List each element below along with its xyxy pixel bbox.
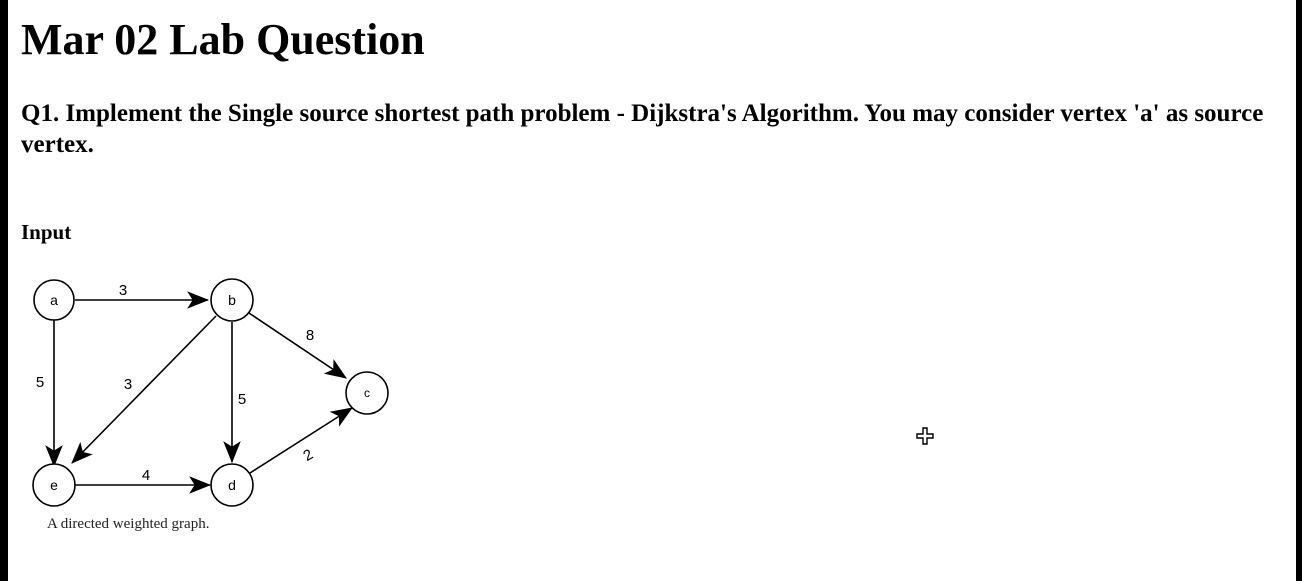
edge-b-c [248,312,347,379]
weight-b-c: 8 [306,327,314,344]
node-c: c [345,371,389,415]
node-b: b [210,278,254,322]
weight-a-b: 3 [119,282,127,299]
weight-d-c: 2 [300,446,316,465]
graph-figure: a b c d e 3 5 8 5 3 4 2 [20,270,400,510]
node-b-label: b [228,292,236,308]
right-border [1296,0,1302,581]
weight-b-e: 3 [124,376,132,393]
move-cursor-icon [916,427,934,445]
weight-e-d: 4 [142,467,150,484]
graph-diagram: a b c d e 3 5 8 5 3 4 2 [32,278,389,507]
page-title: Mar 02 Lab Question [21,15,425,64]
weight-a-e: 5 [36,374,44,391]
question-text: Q1. Implement the Single source shortest… [21,100,1264,158]
left-border [0,0,8,581]
weight-b-d: 5 [238,391,246,408]
input-heading: Input [21,220,72,244]
figure-caption: A directed weighted graph. [47,516,210,532]
node-e: e [32,463,76,507]
node-d-label: d [228,477,236,493]
edge-d-c [249,407,353,474]
node-c-label: c [364,386,370,400]
edge-b-e [71,315,217,464]
node-a: a [33,279,75,321]
node-a-label: a [50,292,58,308]
node-e-label: e [50,477,58,493]
node-d: d [210,463,254,507]
